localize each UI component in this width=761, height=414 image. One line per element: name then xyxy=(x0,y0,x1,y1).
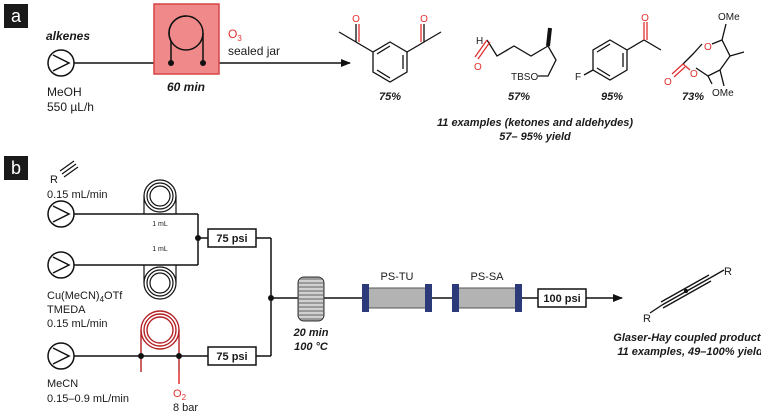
bpr-3-label: 100 psi xyxy=(543,293,580,305)
flow-lines-b xyxy=(74,213,623,357)
pump-icon-3 xyxy=(47,342,75,370)
back-pressure-regulator-3 xyxy=(537,288,587,308)
coil-2-volume: 1 mL xyxy=(152,246,168,253)
junction-dot xyxy=(268,295,274,301)
methanol-label: MeOH xyxy=(47,85,82,99)
oxygen-pressure: 8 bar xyxy=(173,402,198,414)
column-ps-sa xyxy=(452,284,522,312)
panel-a-label: a xyxy=(11,6,22,26)
product-diacetylbenzene xyxy=(338,24,442,83)
alkyne-icon xyxy=(59,160,79,178)
oxygen-atom: O xyxy=(664,77,672,88)
residence-time-a: 60 min xyxy=(167,80,205,94)
aldehyde-h: H xyxy=(476,36,483,47)
junction-dot xyxy=(138,353,144,359)
product-yield-summary: 11 examples, 49–100% yield xyxy=(617,346,761,358)
junction-dot xyxy=(168,60,174,66)
product-aldehyde xyxy=(474,27,557,77)
junction-dot xyxy=(200,60,206,66)
yield-product-4: 73% xyxy=(682,91,704,103)
acetonitrile-flow-rate: 0.15–0.9 mL/min xyxy=(47,393,129,405)
summary-line-2: 57– 95% yield xyxy=(499,131,571,143)
bpr-2-label: 75 psi xyxy=(216,351,247,363)
product-diyne xyxy=(649,269,725,314)
product-dioxanone xyxy=(671,23,745,87)
yield-product-2: 57% xyxy=(508,91,530,103)
oxygen-atom: O xyxy=(690,69,698,80)
alkene-reagent-label: alkenes xyxy=(46,29,90,43)
panel-b-label: b xyxy=(11,158,21,178)
catalyst-flow-rate: 0.15 mL/min xyxy=(47,318,108,330)
methoxy-bottom: OMe xyxy=(712,88,734,99)
oxygen-atom: O xyxy=(352,14,360,25)
acetonitrile-label: MeCN xyxy=(47,378,78,390)
product-description: Glaser-Hay coupled products xyxy=(613,332,761,344)
junction-dot xyxy=(176,353,182,359)
oxygen-atom: O xyxy=(641,13,649,24)
panel-b-label-box xyxy=(4,156,28,180)
pump-icon-1 xyxy=(47,200,75,228)
coil-icon-2 xyxy=(143,265,177,300)
fluoro-label: F xyxy=(575,72,581,83)
coil-icon-1 xyxy=(143,179,177,214)
reactor-temperature: 100 °C xyxy=(294,341,329,353)
methanol-flow-rate: 550 µL/h xyxy=(47,100,94,114)
methoxy-top: OMe xyxy=(718,12,740,23)
bpr-1-label: 75 psi xyxy=(216,233,247,245)
back-pressure-regulator-1 xyxy=(207,228,257,248)
alkyne-r: R xyxy=(50,174,58,186)
panel-a: a alkenes MeOH 550 µL/h O3 sealed jar 60… xyxy=(4,3,745,143)
reactor-time: 20 min xyxy=(293,327,329,339)
junction-dot xyxy=(195,235,201,241)
panel-b: b R 0.15 mL/min 1 mL xyxy=(4,156,761,414)
coil-1-volume: 1 mL xyxy=(152,221,168,228)
column-1-label: PS-TU xyxy=(381,271,414,283)
sealed-jar-label: sealed jar xyxy=(228,44,280,58)
ligand-label: TMEDA xyxy=(47,304,86,316)
coil-icon-oxygen xyxy=(140,310,180,372)
column-ps-tu xyxy=(362,284,432,312)
oxygen-atom: O xyxy=(420,14,428,25)
yield-product-3: 95% xyxy=(601,91,623,103)
ozone-label: O3 xyxy=(228,27,242,43)
ozone-chamber xyxy=(153,3,220,75)
pump-icon-a xyxy=(47,49,75,77)
catalyst-label: Cu(MeCN)4OTf xyxy=(47,290,123,304)
panel-a-label-box xyxy=(4,4,28,28)
tbso-label: TBSO xyxy=(511,72,538,83)
reactor-coil-icon xyxy=(297,276,325,322)
oxygen-atom: O xyxy=(474,62,482,73)
pump-icon-2 xyxy=(47,251,75,279)
yield-product-1: 75% xyxy=(379,91,401,103)
summary-line-1: 11 examples (ketones and aldehydes) xyxy=(437,117,633,129)
column-2-label: PS-SA xyxy=(470,271,504,283)
oxygen-gas-label: O2 xyxy=(173,388,187,402)
alkyne-flow-rate: 0.15 mL/min xyxy=(47,189,108,201)
back-pressure-regulator-2 xyxy=(207,346,257,366)
product-r-top: R xyxy=(724,266,732,278)
oxygen-atom: O xyxy=(704,42,712,53)
product-fluoroacetophenone xyxy=(583,22,662,81)
coil-icon-a xyxy=(168,15,204,63)
product-r-bottom: R xyxy=(643,313,651,325)
